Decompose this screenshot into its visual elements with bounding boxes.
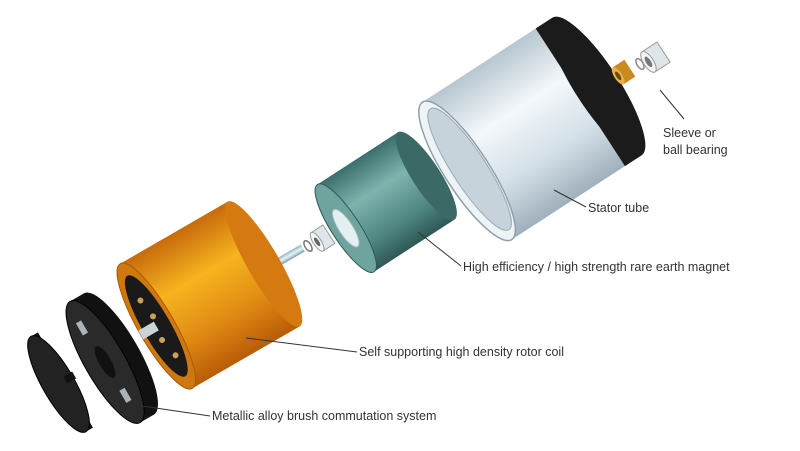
ball-bearing: [640, 41, 671, 73]
label-bearing: Sleeve or ball bearing: [663, 125, 728, 159]
label-bearing-line1: Sleeve or: [663, 126, 716, 140]
rotor-coil: [116, 201, 303, 390]
leader-commutation: [141, 405, 211, 417]
leader-magnet: [417, 231, 462, 267]
label-rotor: Self supporting high density rotor coil: [359, 345, 564, 359]
inner-washer: [303, 239, 313, 253]
sleeve-bushing: [611, 59, 636, 85]
brush-commutator: [65, 292, 158, 424]
label-magnet: High efficiency / high strength rare ear…: [463, 260, 730, 274]
label-commutation: Metallic alloy brush commutation system: [212, 409, 437, 423]
inner-bearing: [309, 224, 336, 252]
end-cap-disc: [27, 332, 93, 433]
stator-tube: [418, 16, 646, 242]
magnet-cylinder: [314, 131, 457, 273]
label-bearing-line2: ball bearing: [663, 143, 728, 157]
leader-stator: [553, 189, 587, 208]
leader-bearing: [659, 89, 685, 120]
leader-rotor: [245, 337, 358, 353]
label-stator: Stator tube: [588, 201, 650, 215]
